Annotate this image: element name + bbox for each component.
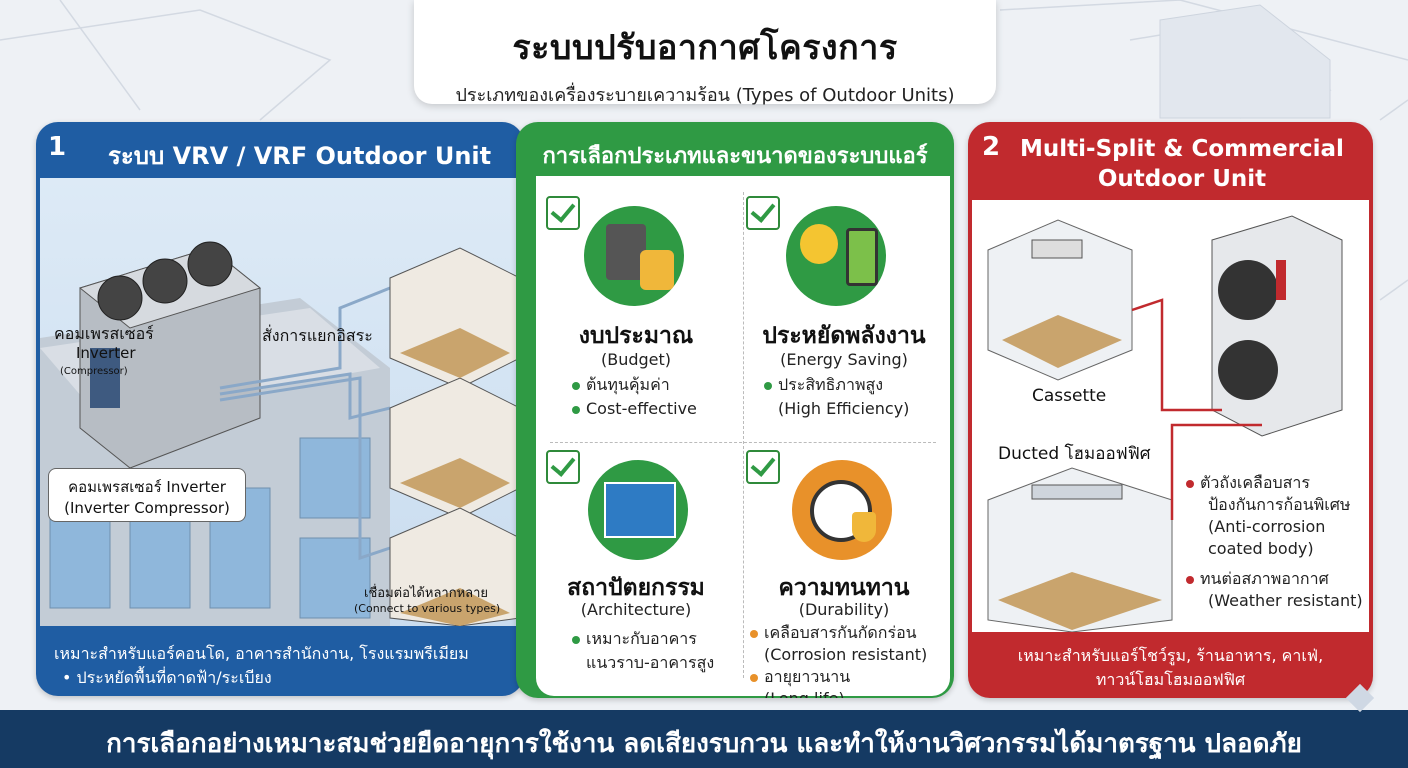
stopwatch-shield-icon — [792, 460, 892, 560]
card-bullet: (Long life) — [764, 688, 845, 698]
card-bullet: เหมาะกับอาคาร — [572, 628, 697, 650]
calculator-coins-icon — [584, 206, 684, 306]
vrv-illustration-area: คอมเพรสเซอร์ Inverter (Compressor) สั่งก… — [40, 178, 521, 627]
feature-bullet: ตัวถังเคลือบสาร — [1186, 472, 1310, 494]
bullet-text: (Corrosion resistant) — [764, 645, 928, 664]
card-sub-budget: (Budget) — [600, 350, 672, 369]
page-title: ระบบปรับอากาศโครงการ — [512, 28, 898, 68]
label-compressor-small: (Compressor) — [60, 366, 128, 377]
vrv-footer-line1: เหมาะสำหรับแอร์คอนโด, อาคารสำนักงาน, โรง… — [54, 644, 469, 663]
bullet-text: แนวราบ-อาคารสูง — [586, 653, 715, 672]
card-title-budget: งบประมาณ — [578, 323, 694, 349]
bottom-banner-text: การเลือกอย่างเหมาะสมช่วยยืดอายุการใช้งาน… — [106, 729, 1302, 759]
check-icon — [746, 196, 780, 230]
card-bullet: แนวราบ-อาคารสูง — [586, 652, 714, 674]
blueprint-icon — [588, 460, 688, 560]
panel-title: Multi-Split & Commercial Outdoor Unit — [968, 134, 1373, 194]
label-control: สั่งการแยกอิสระ — [262, 326, 373, 345]
feature-text: (Weather resistant) — [1208, 591, 1363, 610]
check-icon — [746, 450, 780, 484]
selection-panel: การเลือกประเภทและขนาดของระบบแอร์ งบประมา… — [516, 122, 954, 698]
card-sub-energy: (Energy Saving) — [780, 350, 908, 369]
connect-label-en: (Connect to various types) — [354, 602, 501, 615]
check-icon — [546, 196, 580, 230]
bullet-text: Cost-effective — [586, 399, 697, 418]
label-compressor-th: คอมเพรสเซอร์ — [54, 324, 154, 343]
inverter-compressor-tag: คอมเพรสเซอร์ Inverter (Inverter Compress… — [48, 468, 246, 522]
label-compressor-en: Inverter — [76, 344, 136, 362]
bullet-text: (High Efficiency) — [778, 399, 910, 418]
card-title-energy: ประหยัดพลังงาน — [762, 323, 926, 349]
panel-number: 1 — [48, 132, 67, 162]
panel-title: การเลือกประเภทและขนาดของระบบแอร์ — [542, 144, 928, 169]
selection-cards: งบประมาณ (Budget) ต้นทุนคุ้มค่า Cost-eff… — [536, 176, 950, 698]
tag-line2: (Inverter Compressor) — [64, 499, 230, 517]
multi-split-illustration — [987, 215, 1343, 633]
card-title-durability: ความทนทาน — [778, 575, 910, 601]
multi-footer-line1: เหมาะสำหรับแอร์โชว์รูม, ร้านอาหาร, คาเฟ่… — [1017, 646, 1324, 665]
bullet-text: เหมาะกับอาคาร — [586, 629, 697, 648]
card-bullet: ต้นทุนคุ้มค่า — [572, 374, 670, 396]
label-cassette: Cassette — [1032, 386, 1107, 406]
card-bullet: (High Efficiency) — [778, 398, 909, 420]
feature-text: (Anti-corrosion — [1208, 517, 1326, 536]
card-sub-durability: (Durability) — [798, 600, 890, 619]
panel-title-line2: Outdoor Unit — [1097, 166, 1267, 192]
card-title-architecture: สถาปัตยกรรม — [567, 575, 705, 601]
panel-title: ระบบ VRV / VRF Outdoor Unit — [108, 142, 492, 170]
multi-split-panel: 2 Multi-Split & Commercial Outdoor Unit — [968, 122, 1373, 698]
vrv-footer-line2: • ประหยัดพื้นที่ดาดฟ้า/ระเบียง — [62, 668, 272, 687]
feature-bullet: ทนต่อสภาพอากาศ — [1186, 568, 1329, 590]
bullet-text: ประสิทธิภาพสูง — [778, 375, 884, 394]
vrv-building-illustration — [40, 241, 521, 627]
multi-illustration-area: Cassette Ducted โฮมออฟฟิศ ตัวถังเคลือบสา… — [972, 200, 1369, 633]
multi-footer-line2: ทาวน์โฮมโฮมออฟฟิศ — [1095, 670, 1246, 689]
connect-label-th: เชื่อมต่อได้หลากหลาย — [364, 586, 489, 601]
bullet-text: ทนต่อสภาพอากาศ — [1200, 569, 1329, 588]
panel-number: 2 — [982, 132, 1001, 162]
panel-title-line1: Multi-Split & Commercial — [1020, 136, 1344, 162]
card-sub-architecture: (Architecture) — [580, 600, 692, 619]
card-bullet: ประสิทธิภาพสูง — [764, 374, 883, 396]
grid-divider-v — [743, 192, 744, 678]
bullet-text: ต้นทุนคุ้มค่า — [586, 375, 670, 394]
title-card: ระบบปรับอากาศโครงการ ประเภทของเครื่องระบ… — [414, 0, 996, 106]
tag-line1: คอมเพรสเซอร์ Inverter — [68, 478, 226, 496]
card-bullet: เคลือบสารกันกัดกร่อน — [750, 622, 917, 644]
feature-text: coated body) — [1208, 539, 1314, 558]
bullet-text: เคลือบสารกันกัดกร่อน — [764, 623, 917, 642]
page-subtitle: ประเภทของเครื่องระบายเความร้อน (Types of… — [455, 85, 955, 106]
bullet-text: อายุยาวนาน — [764, 667, 851, 686]
card-bullet: (Corrosion resistant) — [764, 644, 927, 666]
bullet-text: (Long life) — [764, 689, 845, 698]
bullet-text: ตัวถังเคลือบสาร — [1200, 473, 1310, 492]
check-icon — [546, 450, 580, 484]
label-ducted: Ducted โฮมออฟฟิศ — [998, 444, 1151, 464]
lightbulb-battery-icon — [786, 206, 886, 306]
feature-text: ป้องกันการก้อนพิเศษ — [1208, 495, 1351, 514]
bottom-banner: การเลือกอย่างเหมาะสมช่วยยืดอายุการใช้งาน… — [0, 710, 1408, 768]
vrv-panel: 1 ระบบ VRV / VRF Outdoor Unit — [36, 122, 524, 696]
card-bullet: Cost-effective — [572, 398, 697, 420]
card-bullet: อายุยาวนาน — [750, 666, 850, 688]
